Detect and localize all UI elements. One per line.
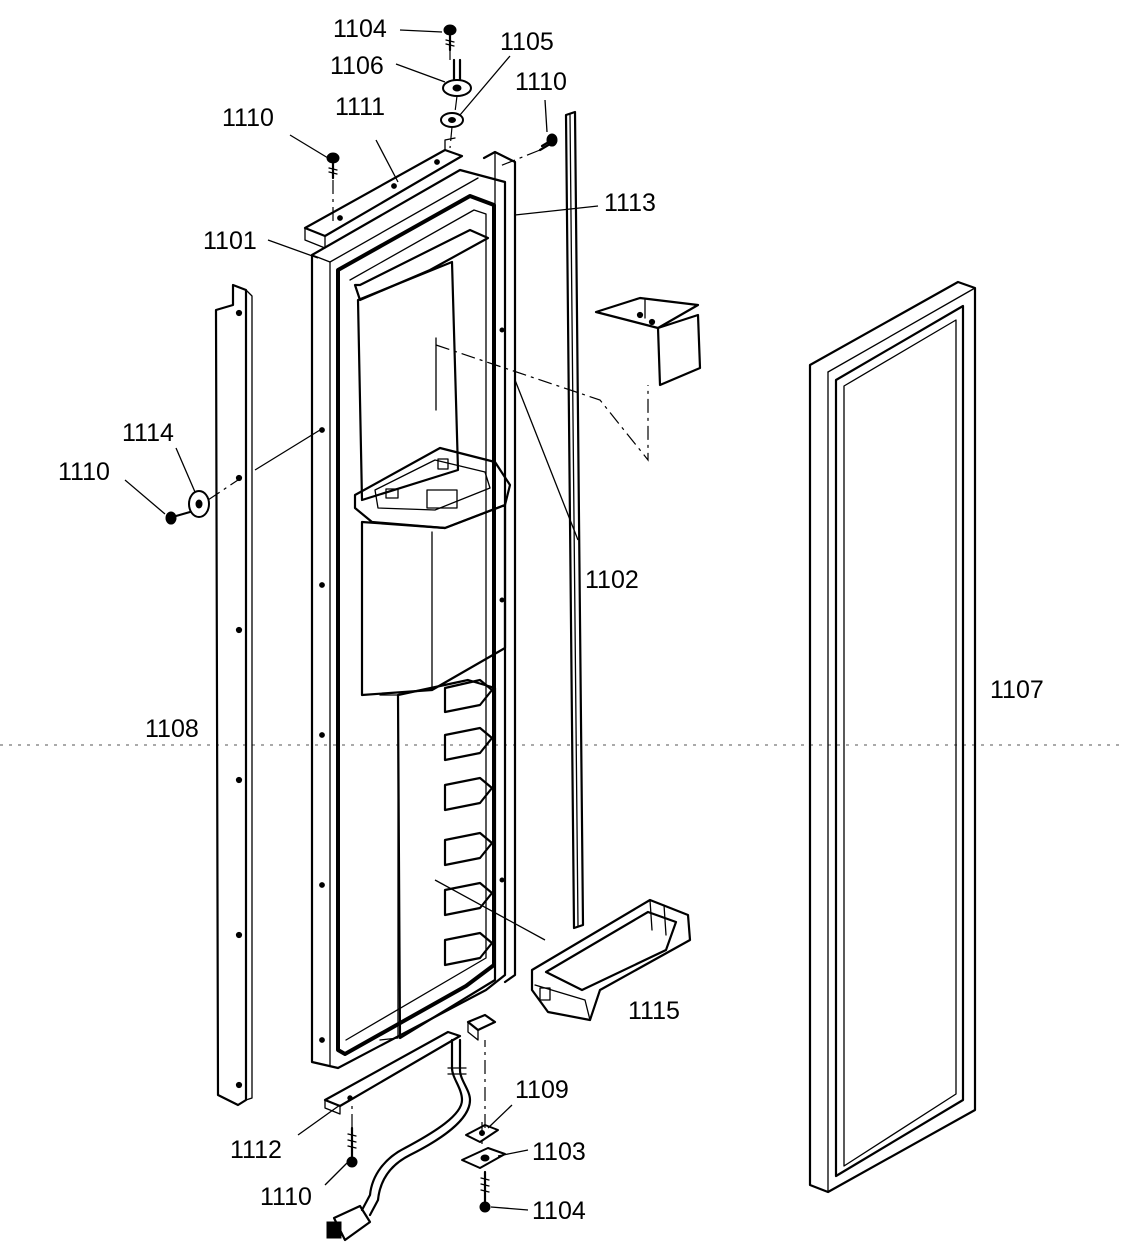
label-bottom-cap: 1112 bbox=[230, 1136, 282, 1164]
label-screw-bottom: 1104 bbox=[532, 1197, 586, 1225]
part-labels: 1104 1105 1106 1110 1111 1110 1113 1101 … bbox=[58, 15, 1044, 1225]
screw-1110-right-top bbox=[538, 133, 558, 152]
leader-lines bbox=[124, 29, 599, 1211]
label-door-panel: 1101 bbox=[203, 227, 257, 255]
label-door-frame-edge: 1113 bbox=[604, 189, 656, 217]
top-cap-1111 bbox=[303, 137, 464, 249]
side-trim-1108 bbox=[214, 283, 253, 1107]
screw-1110-bottom-cap bbox=[346, 1126, 358, 1168]
door-bin-1115 bbox=[530, 898, 692, 1022]
washer-1114 bbox=[188, 490, 210, 518]
label-door-bin: 1115 bbox=[628, 997, 680, 1025]
label-screw-top: 1104 bbox=[333, 15, 387, 43]
water-line-tube bbox=[326, 1038, 472, 1242]
label-screw-cap-bottom: 1110 bbox=[260, 1183, 312, 1211]
screw-1104-bottom bbox=[479, 1170, 491, 1213]
label-washer: 1114 bbox=[122, 419, 174, 447]
side-strip-1102 bbox=[564, 110, 585, 930]
assembly-centerlines bbox=[207, 50, 649, 1146]
label-top-hinge-pin: 1106 bbox=[330, 52, 384, 80]
screw-1110-top-cap bbox=[326, 152, 340, 180]
screw-1104-top bbox=[443, 24, 457, 52]
hinge-pin-1106 bbox=[442, 58, 472, 97]
label-bottom-bushing: 1109 bbox=[515, 1076, 569, 1104]
label-side-trim: 1108 bbox=[145, 715, 199, 743]
screw-1110-left bbox=[165, 510, 192, 525]
bottom-cap-1112 bbox=[323, 1030, 462, 1115]
label-bottom-hinge-plate: 1103 bbox=[532, 1138, 586, 1166]
label-screw-cap-top: 1110 bbox=[222, 104, 274, 132]
label-screw-left: 1110 bbox=[58, 458, 110, 486]
bottom-hinge-bracket bbox=[466, 1013, 497, 1041]
label-door-gasket: 1107 bbox=[990, 676, 1044, 704]
door-frame-edge-1113 bbox=[482, 150, 517, 984]
label-side-strip: 1102 bbox=[585, 566, 639, 594]
bushing-1105 bbox=[440, 112, 464, 128]
mounting-bracket bbox=[594, 296, 702, 387]
door-panel-1101 bbox=[310, 168, 512, 1070]
hinge-plate-1103 bbox=[461, 1147, 506, 1169]
label-screw-right-top: 1110 bbox=[515, 68, 567, 96]
door-gasket-1107 bbox=[808, 280, 977, 1194]
label-top-bushing: 1105 bbox=[500, 28, 554, 56]
label-top-cap: 1111 bbox=[335, 93, 385, 121]
